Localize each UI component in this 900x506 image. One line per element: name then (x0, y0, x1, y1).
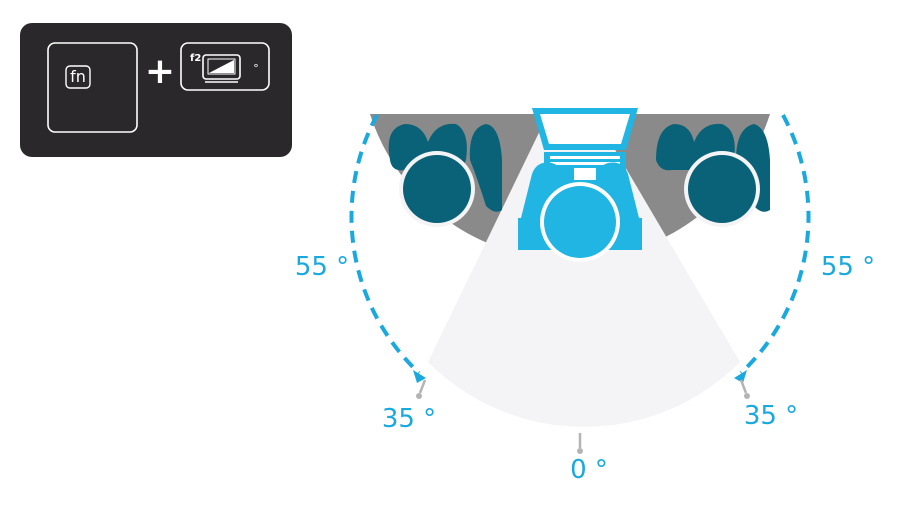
side-viewer-left (388, 123, 502, 227)
angle-markers (416, 379, 750, 454)
laptop-screen (540, 114, 630, 144)
shortcut-panel-background (20, 23, 292, 157)
right-viewer-head (688, 155, 756, 223)
left-angle-arc (349, 114, 426, 383)
right-outer-angle-label: 55 ° (821, 252, 875, 282)
f2-key[interactable]: f2 ° (180, 42, 270, 91)
privacy-screen-icon (202, 54, 241, 83)
right-arrow-head-icon (734, 370, 747, 383)
f2-key-indicator: ° (253, 62, 259, 75)
main-viewer-head (544, 186, 616, 258)
center-angle-label: 0 ° (570, 455, 608, 485)
clear-viewing-zone (428, 114, 740, 427)
left-viewer-head (403, 155, 471, 223)
right-inner-angle-label: 35 ° (744, 401, 798, 431)
fn-key-icon (65, 65, 91, 89)
left-inner-angle-label: 35 ° (382, 404, 436, 434)
fn-key-label: fn (70, 67, 86, 86)
plus-sign: + (145, 51, 175, 92)
laptop-trackpad (574, 168, 596, 180)
center-marker (577, 448, 583, 454)
right-inner-marker (744, 393, 750, 399)
main-viewer (518, 162, 642, 262)
left-inner-marker (416, 393, 422, 399)
side-viewer-right (656, 123, 770, 227)
right-angle-arc (734, 114, 811, 383)
left-outer-angle-label: 55 ° (295, 252, 349, 282)
shortcut-panel: fn + f2 ° (20, 23, 292, 157)
left-arrow-head-icon (413, 370, 426, 383)
f2-key-function-label: f2 (190, 53, 201, 64)
fn-key[interactable]: fn (47, 42, 138, 133)
